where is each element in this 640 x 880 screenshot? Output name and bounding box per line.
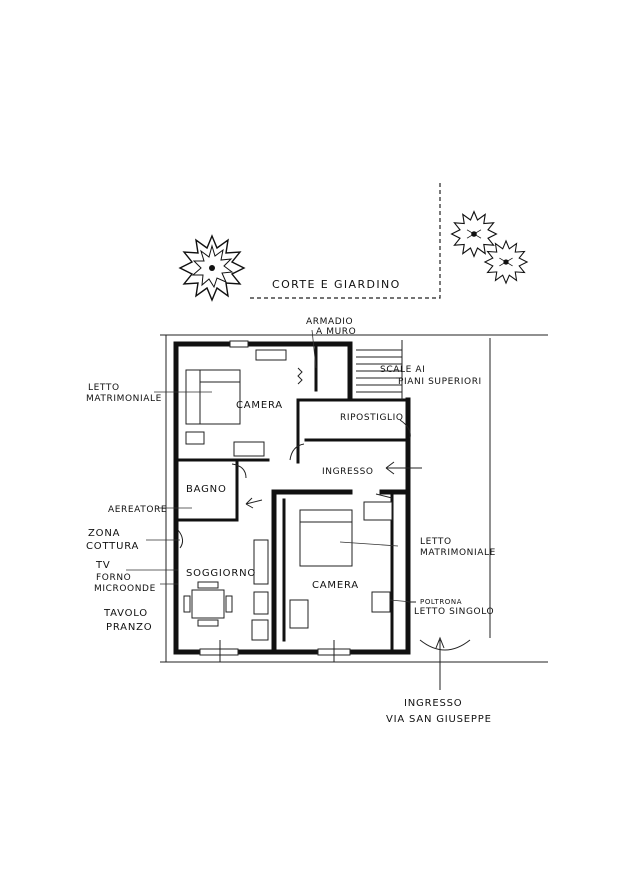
fan-label: AEREATORE (108, 505, 167, 515)
room-label-camera-1: CAMERA (236, 400, 283, 411)
bed-label-2b: MATRIMONIALE (420, 548, 496, 558)
table-label-2: PRANZO (106, 622, 152, 633)
bed-label-1b: MATRIMONIALE (86, 394, 162, 404)
street-entrance-label-2: VIA SAN GIUSEPPE (386, 714, 492, 725)
leader-lines (126, 329, 413, 603)
tree-icon (483, 239, 529, 285)
courtyard-label: CORTE E GIARDINO (272, 278, 401, 291)
room-label-soggiorno: SOGGIORNO (186, 568, 256, 579)
bed-label-1a: LETTO (88, 383, 120, 393)
interior-walls (176, 342, 411, 655)
sofa (251, 539, 269, 641)
armchair-label: POLTRONA (420, 598, 462, 606)
windows (199, 340, 351, 662)
room-label-bagno: BAGNO (186, 484, 227, 495)
tv-label: TV (95, 560, 111, 571)
single-bed-label: LETTO SINGOLO (414, 607, 494, 617)
stairs (356, 340, 403, 400)
stairs-label-1: SCALE AI (380, 365, 425, 375)
oven-label-1: FORNO (96, 573, 131, 583)
wardrobe-label-2: A MURO (316, 327, 356, 337)
oven-label-2: MICROONDE (94, 584, 156, 594)
table-label-1: TAVOLO (103, 608, 148, 619)
kitchen-label-1: ZONA (88, 528, 120, 539)
exterior-walls (173, 341, 411, 655)
dining-table (183, 581, 233, 627)
double-bed-1 (185, 349, 303, 457)
room-label-camera-2: CAMERA (312, 580, 359, 591)
room-label-ingresso: INGRESSO (322, 467, 374, 477)
double-bed-2 (289, 501, 393, 629)
wardrobe-label-1: ARMADIO (306, 317, 353, 327)
street-entrance-label-1: INGRESSO (404, 698, 462, 709)
tree-icon (178, 234, 246, 302)
tree-icon (450, 210, 498, 258)
doors (177, 419, 411, 549)
bed-label-2a: LETTO (420, 537, 452, 547)
kitchen-label-2: COTTURA (86, 541, 139, 552)
entry-arrow-icon (435, 636, 445, 690)
stairs-label-2: PIANI SUPERIORI (398, 377, 482, 387)
room-label-ripostiglio: RIPOSTIGLIO (340, 413, 404, 423)
site-lines (160, 334, 548, 663)
courtyard-boundary (250, 182, 441, 299)
arrows (245, 461, 422, 603)
